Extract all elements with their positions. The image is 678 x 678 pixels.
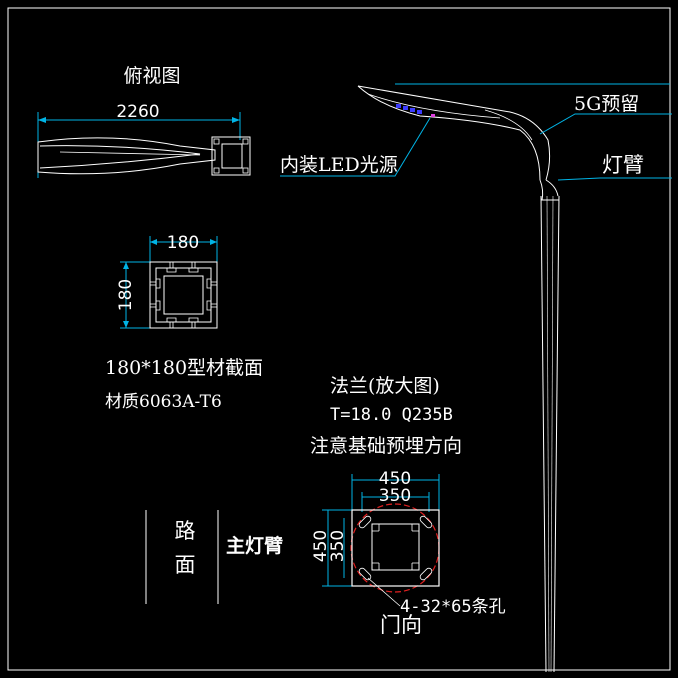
top-view-bolt-br	[242, 167, 249, 174]
pole-left-edge	[540, 195, 547, 673]
section-core	[163, 275, 204, 315]
top-view-lamp-outline	[37, 137, 216, 175]
section-dim-left-arrow-b	[123, 321, 129, 328]
arm-leader	[557, 177, 672, 181]
section-slot-right-1	[206, 278, 217, 289]
top-view-title: 俯视图	[123, 65, 180, 87]
section-dim-left-arrow-t	[123, 262, 129, 269]
section-slot-left-2	[150, 300, 161, 311]
flange-hole-tr	[419, 515, 433, 529]
profile-section: 180 180 180*180型材截面 材质6063A-T6	[105, 233, 263, 412]
led-chips	[396, 104, 435, 117]
top-view-square-inner	[221, 143, 243, 169]
flange-holes-label: 4-32*65条孔	[400, 597, 506, 617]
flange-outer-width-dim: 450	[379, 469, 411, 489]
flange-hole-tl	[358, 515, 372, 529]
top-view-length-dim: 2260	[116, 102, 159, 122]
top-view-bolt-tr	[242, 138, 249, 145]
5g-label: 5G预留	[574, 93, 639, 115]
pole-side-view: 内装LED光源 5G预留 灯臂	[280, 83, 672, 673]
section-outer	[149, 261, 218, 329]
section-slot-left-1	[150, 278, 161, 289]
flange-detail: 法兰(放大图) T=18.0 Q235B 注意基础预埋方向 450 350 45…	[310, 375, 506, 637]
5g-leader	[539, 113, 672, 135]
section-caption-2: 材质6063A-T6	[105, 392, 222, 412]
pole-inner-edge-2	[550, 195, 554, 673]
section-slot-right-2	[206, 300, 217, 311]
top-view-inner-curve	[39, 145, 201, 169]
section-slot-top-1	[166, 262, 177, 273]
flange-inner-width-dim: 350	[379, 486, 411, 506]
road-label-group: 路 面 主灯臂	[145, 510, 283, 604]
flange-inner-height-dim: 350	[328, 530, 348, 562]
led-label: 内装LED光源	[280, 154, 398, 176]
arm-label: 灯臂	[602, 153, 644, 177]
top-view-dim-arrow-left	[38, 117, 46, 123]
flange-center-ticks	[372, 524, 419, 570]
section-dim-top-arrow-l	[150, 239, 157, 245]
top-view: 俯视图 2260	[37, 65, 251, 178]
arm-upper-curve	[545, 179, 559, 197]
section-slot-bottom-1	[166, 317, 177, 328]
drawing-frame	[7, 7, 671, 671]
top-view-center-line	[59, 151, 201, 156]
lamp-head-lower	[357, 85, 541, 181]
flange-outer-height-dim: 450	[311, 530, 331, 562]
flange-plate	[351, 509, 440, 587]
road-char-1: 路	[175, 519, 196, 543]
section-slot-top-2	[188, 262, 199, 273]
section-height-dim: 180	[116, 279, 136, 311]
top-view-bolt-bl	[213, 167, 220, 174]
flange-holes-leader	[367, 577, 401, 607]
lamp-head-upper	[357, 85, 551, 181]
flange-note: 注意基础预埋方向	[310, 435, 462, 457]
section-inner	[155, 267, 212, 323]
top-view-dim-arrow-right	[232, 117, 240, 123]
flange-hole-bl	[358, 567, 372, 581]
section-slot-bottom-2	[188, 317, 199, 328]
top-view-bolt-tl	[213, 138, 220, 145]
top-view-square-end	[211, 136, 251, 176]
road-char-2: 面	[175, 553, 196, 577]
lamp-head-inner	[367, 93, 501, 119]
lamp-head-joint	[484, 109, 533, 141]
pole-right-edge	[553, 195, 560, 673]
flange-title: 法兰(放大图)	[330, 375, 440, 397]
flange-spec: T=18.0 Q235B	[330, 405, 453, 425]
pole-inner-edge-1	[546, 195, 550, 673]
section-dim-top-arrow-r	[210, 239, 217, 245]
arm-lower-curve	[539, 179, 544, 201]
flange-center-square	[371, 523, 420, 571]
flange-door-label: 门向	[380, 613, 422, 637]
section-width-dim: 180	[167, 233, 199, 253]
flange-hole-br	[419, 567, 433, 581]
main-arm-label: 主灯臂	[226, 534, 283, 557]
led-leader	[280, 117, 431, 177]
section-caption-1: 180*180型材截面	[105, 357, 263, 379]
